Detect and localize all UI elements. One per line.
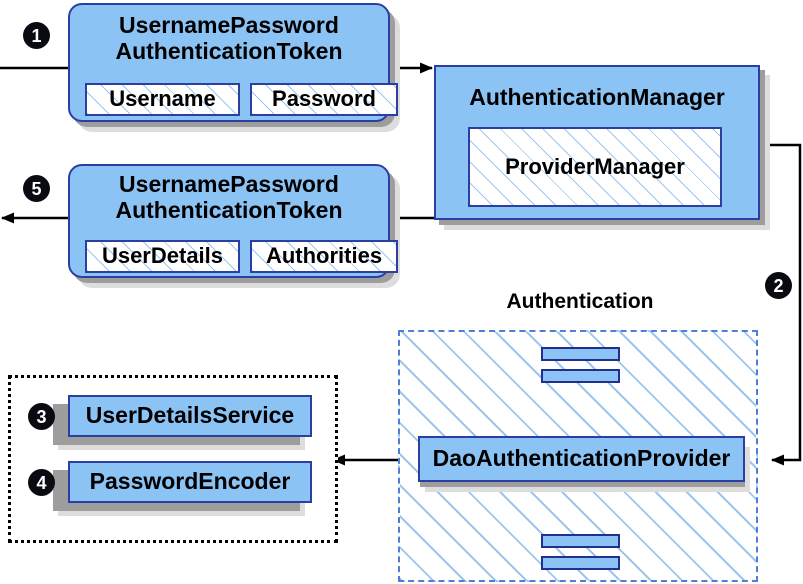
step-badge-3-label: 3 [36,406,47,427]
response-token-field-authorities-label: Authorities [265,243,383,269]
provider-placeholder-bar-bottom-2 [541,556,620,570]
authentication-providers-caption-line1: Authentication [506,290,654,314]
response-token-field-authorities[interactable]: Authorities [250,240,398,273]
step-badge-3: 3 [28,403,55,430]
dao-authentication-provider-box[interactable]: DaoAuthenticationProvider [418,436,745,482]
authentication-manager-title: AuthenticationManager [469,84,725,110]
request-token-title-line2: AuthenticationToken [115,37,343,64]
request-token-title: UsernamePassword AuthenticationToken [70,12,388,65]
request-token-field-username-label: Username [109,86,216,112]
step-badge-1: 1 [23,22,50,49]
provider-placeholder-bar-top-1 [541,347,620,361]
dao-authentication-provider-label: DaoAuthenticationProvider [432,445,731,472]
step-badge-5: 5 [23,175,50,202]
provider-placeholder-bar-top-2 [541,369,620,383]
request-token-field-username[interactable]: Username [85,83,240,116]
request-token-field-password[interactable]: Password [250,83,398,116]
response-token-box[interactable]: UsernamePassword AuthenticationToken Use… [68,164,398,278]
step-badge-5-label: 5 [31,178,42,199]
response-token-title: UsernamePassword AuthenticationToken [70,171,388,224]
password-encoder-box[interactable]: PasswordEncoder [68,461,312,503]
step-badge-2-label: 2 [773,275,784,296]
provider-manager-box[interactable]: ProviderManager [468,127,722,207]
response-token-field-userdetails[interactable]: UserDetails [85,240,240,273]
response-token-title-line1: UsernamePassword [119,171,339,197]
provider-manager-label: ProviderManager [505,153,685,179]
authentication-manager-box[interactable]: AuthenticationManager ProviderManager [434,65,760,220]
user-details-service-label: UserDetailsService [85,402,295,429]
request-token-field-password-label: Password [272,86,376,112]
user-details-service-box[interactable]: UserDetailsService [68,395,312,437]
request-token-box[interactable]: UsernamePassword AuthenticationToken Use… [68,3,398,122]
request-token-title-line1: UsernamePassword [119,12,339,38]
response-token-field-userdetails-label: UserDetails [101,243,224,269]
response-token-title-line2: AuthenticationToken [115,196,343,223]
step-badge-1-label: 1 [31,25,42,46]
step-badge-4-label: 4 [36,472,47,493]
provider-placeholder-bar-bottom-1 [541,534,620,548]
step-badge-4: 4 [28,469,55,496]
password-encoder-label: PasswordEncoder [89,468,291,495]
step-badge-2: 2 [765,272,792,299]
